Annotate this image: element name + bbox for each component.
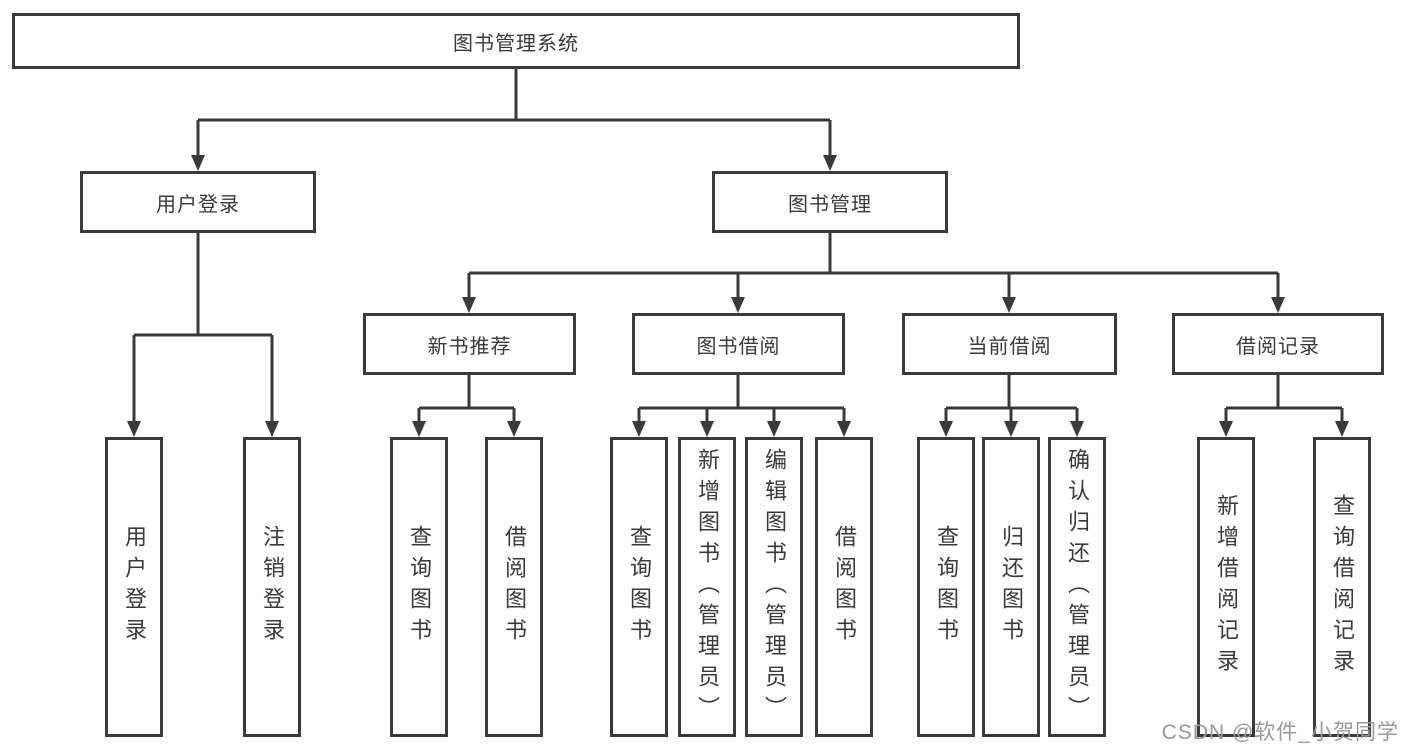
node-new-book-recommend: 新书推荐 xyxy=(363,313,576,375)
node-user-login-label: 用户登录 xyxy=(156,193,240,216)
leaf-add-borrow-record-label: 新增借阅记录 xyxy=(1214,494,1239,680)
leaf-confirm-return-admin: 确认归还（管理员） xyxy=(1048,437,1106,737)
leaf-query-book-2-label: 查询图书 xyxy=(627,525,652,649)
node-user-login: 用户登录 xyxy=(80,171,316,233)
leaf-edit-book-admin: 编辑图书（管理员） xyxy=(745,437,803,737)
leaf-add-book-admin: 新增图书（管理员） xyxy=(678,437,736,737)
node-new-book-recommend-label: 新书推荐 xyxy=(427,335,512,358)
node-root: 图书管理系统 xyxy=(12,13,1020,69)
leaf-logout: 注销登录 xyxy=(243,437,301,737)
node-borrow-records-label: 借阅记录 xyxy=(1236,335,1320,358)
leaf-borrow-book-2: 借阅图书 xyxy=(815,437,873,737)
leaf-add-borrow-record: 新增借阅记录 xyxy=(1197,437,1255,737)
leaf-confirm-return-admin-label: 确认归还（管理员） xyxy=(1065,447,1090,727)
node-book-borrow-label: 图书借阅 xyxy=(696,335,781,358)
leaf-borrow-book-1-label: 借阅图书 xyxy=(502,525,527,649)
leaf-query-book-3: 查询图书 xyxy=(917,437,975,737)
leaf-user-login: 用户登录 xyxy=(105,437,163,737)
leaf-query-book-1: 查询图书 xyxy=(390,437,448,737)
leaf-query-borrow-record-label: 查询借阅记录 xyxy=(1330,494,1355,680)
connector-new-book-recommend xyxy=(412,375,521,437)
connector-current-borrow xyxy=(939,375,1084,437)
connector-user-login xyxy=(127,233,279,437)
leaf-query-borrow-record: 查询借阅记录 xyxy=(1313,437,1371,737)
leaf-return-book-label: 归还图书 xyxy=(999,525,1024,649)
leaf-edit-book-admin-label: 编辑图书（管理员） xyxy=(762,447,787,727)
leaf-return-book: 归还图书 xyxy=(982,437,1040,737)
node-book-borrow: 图书借阅 xyxy=(632,313,845,375)
connector-book-management xyxy=(462,233,1285,313)
leaf-query-book-2: 查询图书 xyxy=(610,437,668,737)
leaf-borrow-book-1: 借阅图书 xyxy=(485,437,543,737)
leaf-add-book-admin-label: 新增图书（管理员） xyxy=(695,447,720,727)
csdn-watermark: CSDN @软件_小贺同学 xyxy=(1161,721,1399,744)
node-book-management-label: 图书管理 xyxy=(788,193,872,216)
node-current-borrow-label: 当前借阅 xyxy=(967,335,1052,358)
leaf-logout-label: 注销登录 xyxy=(260,525,285,649)
leaf-user-login-label: 用户登录 xyxy=(122,525,147,649)
leaf-borrow-book-2-label: 借阅图书 xyxy=(832,525,857,649)
node-borrow-records: 借阅记录 xyxy=(1172,313,1384,375)
node-root-label: 图书管理系统 xyxy=(453,32,579,55)
node-current-borrow: 当前借阅 xyxy=(902,313,1117,375)
node-book-management: 图书管理 xyxy=(712,171,948,233)
connector-root xyxy=(191,69,837,171)
leaf-query-book-1-label: 查询图书 xyxy=(407,525,432,649)
connector-book-borrow xyxy=(632,375,851,437)
connector-borrow-records xyxy=(1219,375,1349,437)
leaf-query-book-3-label: 查询图书 xyxy=(934,525,959,649)
